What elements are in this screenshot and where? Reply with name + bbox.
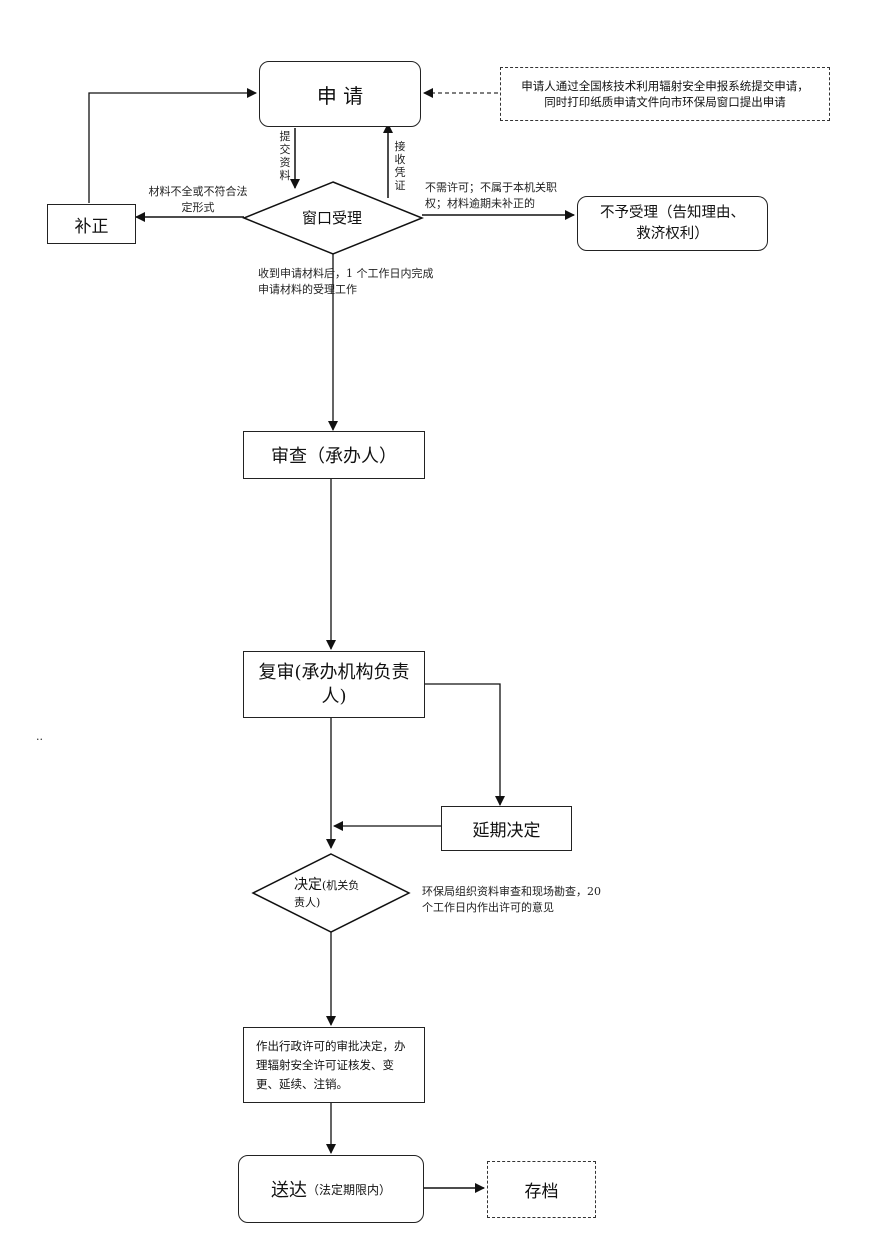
decide-node: 决定(机关负责人) [294, 877, 370, 911]
twenty-days-label: 环保局组织资料审查和现场勘查，20 个工作日内作出许可的意见 [422, 885, 601, 914]
decide-main-label: 决定 [294, 877, 322, 893]
extend-label: 延期决定 [472, 821, 541, 841]
one-day-label: 收到申请材料后，1 个工作日内完成申请材料的受理工作 [258, 267, 434, 296]
reject-box: 不予受理（告知理由、救济权利） [577, 196, 768, 251]
deliver-sub-label: （法定期限内） [306, 1182, 391, 1197]
window-label: 窗口受理 [301, 209, 362, 227]
correct-loop-line [88, 88, 257, 203]
approve-box: 作出行政许可的审批决定，办理辐射安全许可证核发、变更、延续、注销。 [243, 1027, 425, 1103]
recheck-label: 复审(承办机构负责人) [258, 661, 410, 707]
archive-label: 存档 [524, 1182, 559, 1202]
receipt-label: 接收凭证 [394, 140, 406, 192]
reject-label: 不予受理（告知理由、救济权利） [600, 204, 745, 242]
apply-label: 申 请 [316, 83, 364, 108]
recheck-box: 复审(承办机构负责人) [243, 651, 425, 718]
approve-label: 作出行政许可的审批决定，办理辐射安全许可证核发、变更、延续、注销。 [256, 1038, 406, 1091]
deliver-box: 送达（法定期限内） [238, 1155, 424, 1223]
note-box: 申请人通过全国核技术利用辐射安全申报系统提交申请，同时打印纸质申请文件向市环保局… [500, 67, 830, 121]
extend-box: 延期决定 [441, 806, 572, 851]
correct-box: 补正 [47, 204, 136, 244]
apply-box: 申 请 [259, 61, 421, 127]
archive-box: 存档 [487, 1161, 596, 1218]
review-label: 审查（承办人） [271, 446, 397, 467]
to-extend-line [424, 683, 505, 806]
correct-label: 补正 [74, 216, 109, 237]
review-box: 审查（承办人） [243, 431, 425, 479]
decide-sub-label: (机关负责人) [294, 879, 360, 909]
window-node: 窗口受理 [284, 208, 380, 228]
incomplete-label: 材料不全或不符合法定形式 [148, 185, 248, 214]
submit-label: 提交资料 [279, 130, 291, 182]
deliver-main-label: 送达 [270, 1180, 307, 1201]
no-permit-label: 不需许可；不属于本机关职权；材料逾期未补正的 [425, 181, 557, 210]
note-text: 申请人通过全国核技术利用辐射安全申报系统提交申请，同时打印纸质申请文件向市环保局… [521, 79, 809, 109]
dots-mark: .. [36, 730, 43, 743]
